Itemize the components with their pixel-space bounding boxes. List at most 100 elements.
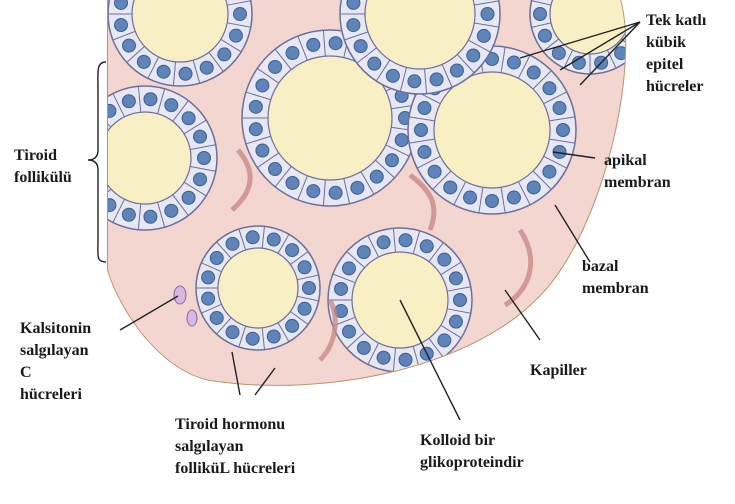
cell-nucleus <box>399 234 412 247</box>
cell-nucleus <box>226 326 239 339</box>
label-line: membran <box>604 172 671 194</box>
label-thyroid-hormone-cells: Tiroid hormonu salgılayan folliküL hücre… <box>175 414 295 480</box>
cell-nucleus <box>438 253 451 266</box>
cell-nucleus <box>286 319 299 332</box>
cell-nucleus <box>444 181 457 194</box>
cell-nucleus <box>165 99 178 112</box>
cell-nucleus <box>377 351 390 364</box>
cell-nucleus <box>342 262 355 275</box>
label-line: salgılayan <box>20 340 91 362</box>
cell-nucleus <box>229 29 242 42</box>
cell-nucleus <box>286 47 299 60</box>
cell-nucleus <box>137 55 150 68</box>
cell-nucleus <box>269 163 282 176</box>
cell-nucleus <box>527 66 540 79</box>
cell-nucleus <box>418 102 431 115</box>
cell-nucleus <box>210 311 223 324</box>
label-colloid: Kolloid bir glikoproteindir <box>420 430 524 474</box>
cell-nucleus <box>354 40 367 53</box>
cell-nucleus <box>430 73 443 86</box>
cell-nucleus <box>88 183 101 196</box>
cell-nucleus <box>200 61 213 74</box>
cell-nucleus <box>144 93 157 106</box>
cell-nucleus <box>449 315 462 328</box>
cell-nucleus <box>249 100 262 113</box>
cell-nucleus <box>464 191 477 204</box>
cell-nucleus <box>202 292 215 305</box>
colloid <box>99 112 191 204</box>
cell-nucleus <box>527 181 540 194</box>
cell-nucleus <box>329 186 342 199</box>
cell-nucleus <box>420 240 433 253</box>
label-thyroid-follicle: Tiroid follikülü <box>14 145 72 189</box>
cell-nucleus <box>256 144 269 157</box>
cell-nucleus <box>477 29 490 42</box>
label-line: Tiroid <box>14 145 72 167</box>
cell-nucleus <box>286 244 299 257</box>
cell-nucleus <box>198 152 211 165</box>
cell-nucleus <box>486 195 499 208</box>
cell-nucleus <box>103 104 116 117</box>
cell-nucleus <box>298 261 311 274</box>
cell-nucleus <box>351 181 364 194</box>
cell-nucleus <box>634 8 647 21</box>
cell-nucleus <box>370 170 383 183</box>
label-line: folliküL hücreleri <box>175 458 295 480</box>
cell-nucleus <box>538 29 551 42</box>
cell-nucleus <box>298 302 311 315</box>
cell-nucleus <box>347 0 360 9</box>
cell-nucleus <box>553 102 566 115</box>
cell-nucleus <box>144 210 157 223</box>
cell-nucleus <box>122 208 135 221</box>
cell-nucleus <box>386 69 399 82</box>
cell-nucleus <box>165 204 178 217</box>
cell-nucleus <box>438 334 451 347</box>
cell-nucleus <box>467 49 480 62</box>
cell-nucleus <box>182 112 195 125</box>
cell-nucleus <box>408 75 421 88</box>
label-line: hücreleri <box>20 384 91 406</box>
label-line: Kolloid bir <box>420 430 524 452</box>
label-capillary: Kapiller <box>530 360 587 382</box>
cell-nucleus <box>357 341 370 354</box>
cell-nucleus <box>179 67 192 80</box>
colloid <box>434 72 550 188</box>
cell-nucleus <box>269 60 282 73</box>
cell-nucleus <box>234 8 247 21</box>
cell-nucleus <box>543 165 556 178</box>
cell-nucleus <box>122 95 135 108</box>
cell-nucleus <box>534 8 547 21</box>
label-line: Tek katlı <box>646 10 706 32</box>
label-basal-membrane: bazal membran <box>582 256 649 300</box>
cell-nucleus <box>103 199 116 212</box>
cell-nucleus <box>267 330 280 343</box>
cell-nucleus <box>81 162 94 175</box>
cell-nucleus <box>507 56 520 69</box>
label-line: bazal <box>582 256 649 278</box>
cell-nucleus <box>449 272 462 285</box>
cell-nucleus <box>307 38 320 51</box>
cell-nucleus <box>418 145 431 158</box>
cell-nucleus <box>81 141 94 154</box>
cell-nucleus <box>88 120 101 133</box>
cell-nucleus <box>552 47 565 60</box>
colloid <box>218 248 298 328</box>
cell-nucleus <box>385 154 398 167</box>
cell-nucleus <box>454 294 467 307</box>
cell-nucleus <box>342 325 355 338</box>
cell-nucleus <box>246 231 259 244</box>
cell-nucleus <box>182 191 195 204</box>
label-c-cells: Kalsitonin salgılayan C hücreleri <box>20 318 91 406</box>
follicle <box>196 226 320 350</box>
cell-nucleus <box>335 282 348 295</box>
label-line: Tiroid hormonu <box>175 414 295 436</box>
cell-nucleus <box>157 65 170 78</box>
label-line: Kalsitonin <box>20 318 91 340</box>
cell-nucleus <box>347 19 360 32</box>
cell-nucleus <box>307 185 320 198</box>
cell-nucleus <box>249 123 262 136</box>
label-line: epitel <box>646 54 706 76</box>
label-line: C <box>20 362 91 384</box>
cell-nucleus <box>194 173 207 186</box>
